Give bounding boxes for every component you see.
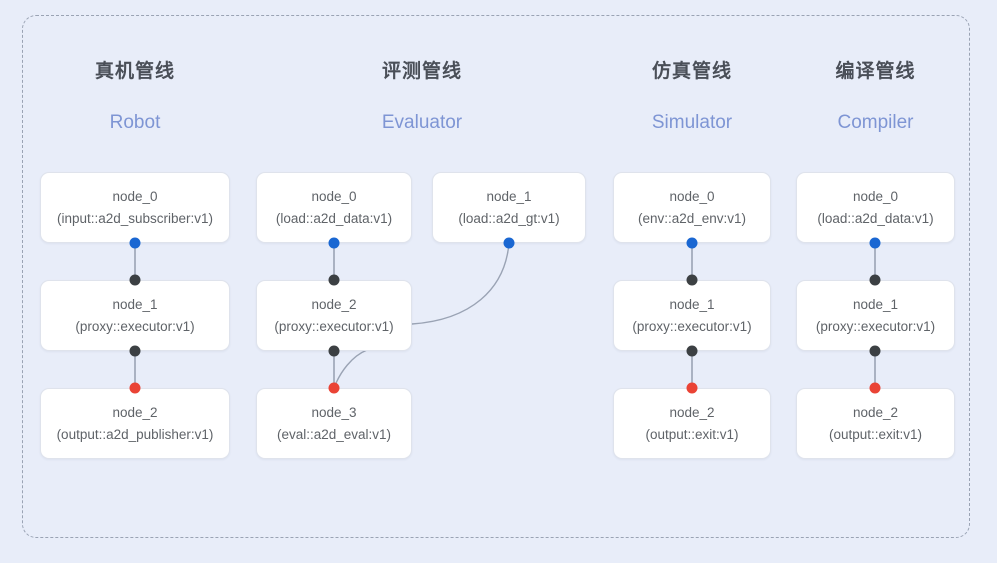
node-id: (output::a2d_publisher:v1) xyxy=(56,427,214,442)
column-header-compiler: 编译管线 Compiler xyxy=(796,60,955,135)
port-output-compiler-1[interactable] xyxy=(869,345,881,357)
node-compiler-0[interactable]: node_0 (load::a2d_data:v1) xyxy=(796,172,955,243)
node-name: node_0 xyxy=(112,189,158,204)
node-name: node_1 xyxy=(112,297,158,312)
node-robot-1[interactable]: node_1 (proxy::executor:v1) xyxy=(40,280,230,351)
node-compiler-2[interactable]: node_2 (output::exit:v1) xyxy=(796,388,955,459)
column-title-en-compiler: Compiler xyxy=(837,112,914,133)
node-name: node_3 xyxy=(311,405,357,420)
port-terminal-compiler-2[interactable] xyxy=(869,382,881,394)
node-name: node_2 xyxy=(669,405,715,420)
node-id: (load::a2d_data:v1) xyxy=(275,211,393,226)
column-header-evaluator: 评测管线 Evaluator xyxy=(334,60,510,135)
port-output-evaluator-0[interactable] xyxy=(328,237,340,249)
port-output-robot-1[interactable] xyxy=(129,345,141,357)
port-output-compiler-0[interactable] xyxy=(869,237,881,249)
column-title-en-simulator: Simulator xyxy=(651,112,733,133)
node-id: (eval::a2d_eval:v1) xyxy=(276,427,392,442)
node-name: node_0 xyxy=(669,189,715,204)
port-output-simulator-0[interactable] xyxy=(686,237,698,249)
column-title-cn-simulator: 仿真管线 xyxy=(651,61,732,82)
port-output-simulator-1[interactable] xyxy=(686,345,698,357)
column-title-en-robot: Robot xyxy=(109,112,161,133)
node-id: (output::exit:v1) xyxy=(828,427,923,442)
port-terminal-robot-2[interactable] xyxy=(129,382,141,394)
node-name: node_0 xyxy=(852,189,899,204)
column-title-cn-robot: 真机管线 xyxy=(94,61,175,82)
node-name: node_2 xyxy=(112,405,158,420)
node-id: (load::a2d_data:v1) xyxy=(817,211,934,226)
node-robot-0[interactable]: node_0 (input::a2d_subscriber:v1) xyxy=(40,172,230,243)
column-header-simulator: 仿真管线 Simulator xyxy=(613,60,771,135)
node-name: node_0 xyxy=(311,189,357,204)
port-output-evaluator-1[interactable] xyxy=(503,237,515,249)
port-input-evaluator-2[interactable] xyxy=(328,274,340,286)
node-evaluator-2[interactable]: node_2 (proxy::executor:v1) xyxy=(256,280,412,351)
column-title-en-evaluator: Evaluator xyxy=(381,112,463,133)
node-id: (proxy::executor:v1) xyxy=(815,319,936,334)
column-title-cn-compiler: 编译管线 xyxy=(835,61,916,82)
node-name: node_1 xyxy=(852,297,899,312)
node-id: (input::a2d_subscriber:v1) xyxy=(56,211,214,226)
node-evaluator-3[interactable]: node_3 (eval::a2d_eval:v1) xyxy=(256,388,412,459)
node-simulator-1[interactable]: node_1 (proxy::executor:v1) xyxy=(613,280,771,351)
port-input-simulator-1[interactable] xyxy=(686,274,698,286)
node-name: node_1 xyxy=(486,189,532,204)
port-input-compiler-1[interactable] xyxy=(869,274,881,286)
edge-evaluator-executor-to-eval xyxy=(333,349,368,389)
node-name: node_2 xyxy=(311,297,357,312)
port-output-evaluator-2[interactable] xyxy=(328,345,340,357)
node-id: (load::a2d_gt:v1) xyxy=(458,211,560,226)
column-title-cn-evaluator: 评测管线 xyxy=(381,61,462,82)
node-id: (env::a2d_env:v1) xyxy=(637,211,747,226)
port-terminal-evaluator-3[interactable] xyxy=(328,382,340,394)
node-id: (proxy::executor:v1) xyxy=(274,319,394,334)
port-input-robot-1[interactable] xyxy=(129,274,141,286)
node-id: (proxy::executor:v1) xyxy=(75,319,195,334)
edge-evaluator-gt-to-executor xyxy=(411,242,510,325)
node-evaluator-0[interactable]: node_0 (load::a2d_data:v1) xyxy=(256,172,412,243)
port-output-robot-0[interactable] xyxy=(129,237,141,249)
node-compiler-1[interactable]: node_1 (proxy::executor:v1) xyxy=(796,280,955,351)
node-name: node_1 xyxy=(669,297,715,312)
node-robot-2[interactable]: node_2 (output::a2d_publisher:v1) xyxy=(40,388,230,459)
column-header-robot: 真机管线 Robot xyxy=(40,60,230,135)
node-id: (proxy::executor:v1) xyxy=(632,319,752,334)
node-simulator-0[interactable]: node_0 (env::a2d_env:v1) xyxy=(613,172,771,243)
node-name: node_2 xyxy=(852,405,899,420)
node-simulator-2[interactable]: node_2 (output::exit:v1) xyxy=(613,388,771,459)
port-terminal-simulator-2[interactable] xyxy=(686,382,698,394)
node-id: (output::exit:v1) xyxy=(645,427,739,442)
node-evaluator-1[interactable]: node_1 (load::a2d_gt:v1) xyxy=(432,172,586,243)
